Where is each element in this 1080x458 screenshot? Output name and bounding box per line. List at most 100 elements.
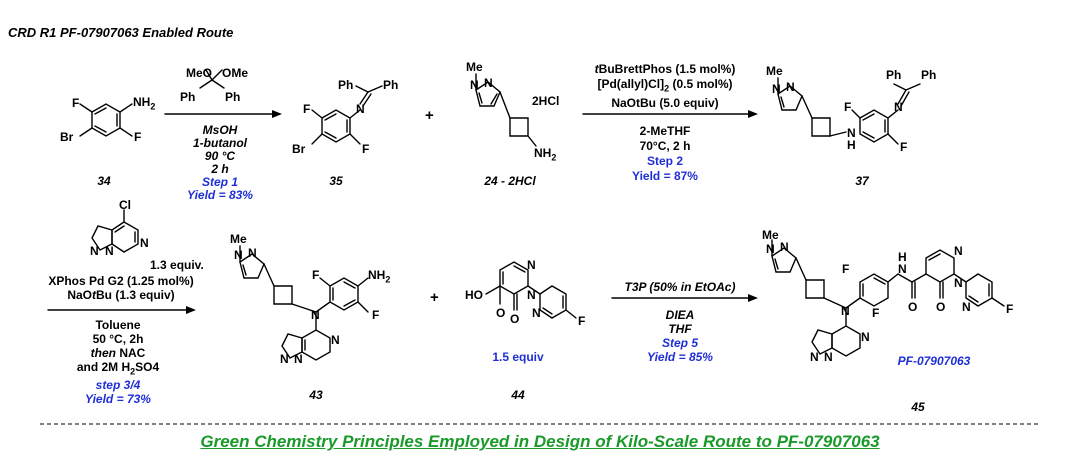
step2-cat2: [Pd(allyl)Cl]2 (0.5 mol%) bbox=[597, 77, 733, 94]
atom-N: N bbox=[280, 352, 289, 366]
atom-F: F bbox=[362, 142, 370, 156]
step34-temp: 50 °C, 2h bbox=[92, 332, 144, 346]
step5-reagent: T3P (50% in EtOAc) bbox=[624, 280, 736, 294]
compound-label-37: 37 bbox=[855, 174, 869, 188]
atom-N: N bbox=[898, 262, 907, 276]
atom-N: N bbox=[356, 102, 365, 116]
atom-N: N bbox=[954, 276, 963, 290]
atom-H: H bbox=[847, 138, 856, 152]
equiv-44: 1.5 equiv bbox=[492, 350, 544, 364]
atom-O: O bbox=[510, 312, 520, 326]
atom-F: F bbox=[72, 96, 80, 110]
atom-Ph: Ph bbox=[921, 68, 937, 82]
compound-35-structure bbox=[311, 85, 383, 145]
plus-sign: + bbox=[425, 107, 434, 124]
compound-label-24: 24 - 2HCl bbox=[484, 174, 536, 188]
step5-step: Step 5 bbox=[661, 336, 698, 350]
atom-N: N bbox=[234, 248, 243, 262]
footer-caption: Green Chemistry Principles Employed in D… bbox=[200, 432, 880, 451]
step34-solvent: Toluene bbox=[95, 318, 141, 332]
atom-N: N bbox=[331, 333, 340, 347]
step2-reagents: tBuBrettPhos (1.5 mol%) [Pd(allyl)Cl]2 (… bbox=[590, 62, 740, 111]
compound-44-structure bbox=[485, 261, 577, 319]
atom-Ph: Ph bbox=[225, 90, 241, 104]
atom-N: N bbox=[894, 100, 903, 114]
atom-Br: Br bbox=[60, 130, 74, 144]
step34-acid: and 2M H2SO4 bbox=[76, 360, 160, 377]
atom-N: N bbox=[484, 76, 493, 90]
step2-solvent: 2-MeTHF bbox=[639, 124, 691, 138]
step1-conditions: MsOH 1-butanol 90 °C 2 h Step 1 Yield = … bbox=[170, 124, 270, 202]
step2-step: Step 2 bbox=[646, 154, 683, 168]
step1-reagent1: MsOH bbox=[202, 123, 238, 137]
step2-conditions: 2-MeTHF 70°C, 2 h Step 2 Yield = 87% bbox=[610, 124, 720, 184]
atom-N: N bbox=[532, 306, 541, 320]
atom-N: N bbox=[294, 352, 303, 366]
atom-N: N bbox=[962, 300, 971, 314]
step2-temp: 70°C, 2 h bbox=[639, 139, 691, 153]
atom-F: F bbox=[372, 308, 380, 322]
compound-label-44: 44 bbox=[511, 388, 525, 402]
atom-N: N bbox=[954, 244, 963, 258]
atom-N: N bbox=[470, 78, 479, 92]
atom-NH2: NH2 bbox=[133, 95, 156, 112]
atom-2HCl: 2HCl bbox=[532, 94, 560, 108]
equiv-chloro: 1.3 equiv. bbox=[150, 258, 204, 272]
step34-step: step 3/4 bbox=[95, 378, 141, 393]
atom-Cl: Cl bbox=[119, 198, 131, 212]
atom-F: F bbox=[312, 268, 320, 282]
atom-NH2: NH2 bbox=[368, 268, 391, 285]
atom-Ph: Ph bbox=[180, 90, 196, 104]
pf-name-label: PF-07907063 bbox=[897, 354, 971, 368]
atom-N: N bbox=[90, 244, 99, 258]
atom-Me: Me bbox=[766, 64, 783, 78]
compound-label-35: 35 bbox=[329, 174, 343, 188]
atom-N: N bbox=[248, 246, 257, 260]
atom-Ph: Ph bbox=[886, 68, 902, 82]
atom-F: F bbox=[578, 314, 586, 328]
atom-N: N bbox=[105, 244, 114, 258]
step34-cat: XPhos Pd G2 (1.25 mol%) bbox=[48, 274, 194, 288]
atom-N: N bbox=[861, 330, 870, 344]
step1-step: Step 1 bbox=[201, 175, 238, 189]
step5-solvent: THF bbox=[668, 322, 692, 336]
step34-then: then NAC bbox=[90, 346, 146, 360]
plus-sign: + bbox=[430, 289, 439, 306]
atom-Ph: Ph bbox=[338, 78, 354, 92]
step1-time: 2 h bbox=[211, 162, 229, 176]
atom-O: O bbox=[936, 300, 946, 314]
atom-N: N bbox=[847, 126, 856, 140]
step34-base: NaOtBu (1.3 equiv) bbox=[67, 288, 175, 302]
atom-O: O bbox=[496, 306, 506, 320]
atom-OMe: OMe bbox=[222, 66, 249, 80]
atom-N: N bbox=[766, 242, 775, 256]
chloro-pyrazolopyrazine-structure bbox=[91, 209, 139, 253]
atom-HO: HO bbox=[465, 288, 483, 302]
atom-MeO: MeO bbox=[186, 66, 213, 80]
atom-Me: Me bbox=[230, 232, 247, 246]
atom-N: N bbox=[780, 240, 789, 254]
atom-N: N bbox=[527, 288, 536, 302]
atom-F: F bbox=[134, 130, 142, 144]
atom-F: F bbox=[842, 262, 850, 276]
atom-Br: Br bbox=[292, 142, 306, 156]
compound-label-34: 34 bbox=[97, 174, 111, 188]
step34-reagents: XPhos Pd G2 (1.25 mol%) NaOtBu (1.3 equi… bbox=[46, 274, 196, 302]
scheme-title: CRD R1 PF-07907063 Enabled Route bbox=[8, 25, 234, 40]
atom-O: O bbox=[908, 300, 918, 314]
compound-label-43: 43 bbox=[309, 388, 323, 402]
step2-cat1: tBuBrettPhos (1.5 mol%) bbox=[594, 62, 736, 76]
step5-base: DIEA bbox=[665, 308, 695, 322]
pf-07907063-structure bbox=[771, 239, 1005, 357]
dimethoxy-reagent-structure bbox=[199, 69, 225, 89]
step1-reagent2: 1-butanol bbox=[193, 136, 247, 150]
compound-34-structure bbox=[79, 103, 133, 137]
atom-N: N bbox=[527, 258, 536, 272]
compound-label-45: 45 bbox=[911, 400, 925, 414]
step2-yield: Yield = 87% bbox=[632, 169, 698, 183]
atom-F: F bbox=[1006, 302, 1014, 316]
atom-N: N bbox=[311, 308, 320, 322]
step5-conditions: DIEA THF Step 5 Yield = 85% bbox=[630, 308, 730, 364]
compound-37-structure bbox=[777, 77, 921, 145]
step2-base: NaOtBu (5.0 equiv) bbox=[611, 96, 719, 111]
